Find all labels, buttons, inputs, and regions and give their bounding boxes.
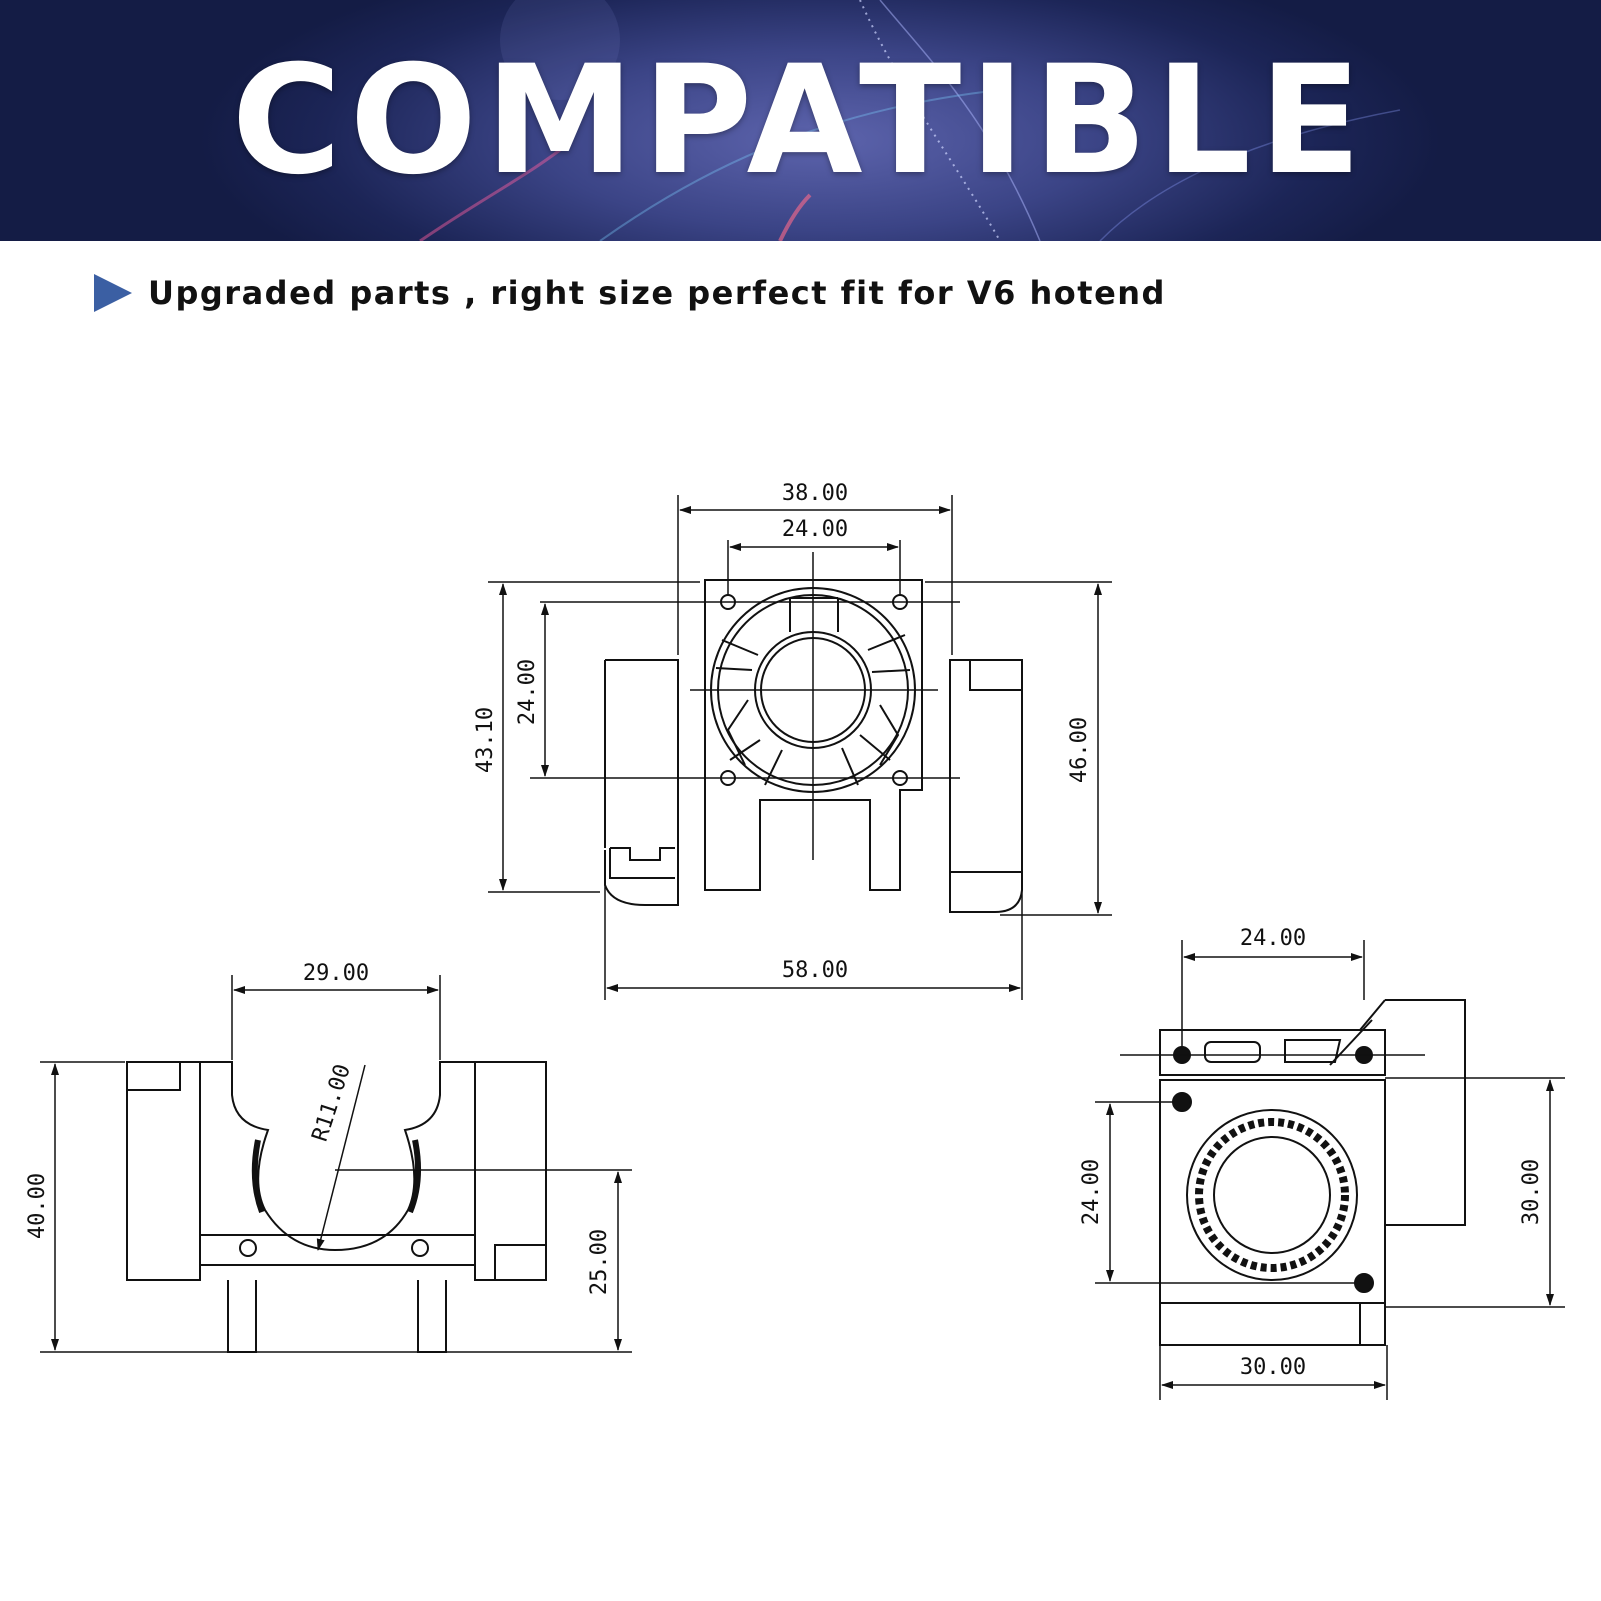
side-dim-29: 29.00 [303, 961, 369, 986]
front-dim-58: 58.00 [782, 958, 848, 983]
tagline-text: Upgraded parts , right size perfect fit … [148, 274, 1166, 312]
triangle-right-icon [94, 274, 132, 312]
side-dim-25: 25.00 [587, 1229, 612, 1295]
banner-title: COMPATIBLE [231, 34, 1370, 208]
rear-view [1159, 999, 1466, 1346]
side-dim-40: 40.00 [25, 1173, 50, 1239]
tagline: Upgraded parts , right size perfect fit … [94, 270, 1166, 316]
rear-dim-24-top: 24.00 [1240, 926, 1306, 951]
front-dim-24-top: 24.00 [782, 517, 848, 542]
front-view-centerlines [530, 552, 960, 860]
rear-dim-30-right: 30.00 [1519, 1159, 1544, 1225]
front-dim-24-left: 24.00 [515, 659, 540, 725]
side-view-dimensions [40, 975, 632, 1353]
rear-dim-30-bottom: 30.00 [1240, 1355, 1306, 1380]
rear-view-dimensions [1095, 940, 1565, 1400]
front-dim-43-10: 43.10 [473, 707, 498, 773]
front-dim-46: 46.00 [1067, 717, 1092, 783]
banner-light-streaks [419, 0, 1401, 241]
rear-dim-24-left: 24.00 [1079, 1159, 1104, 1225]
banner: COMPATIBLE [0, 0, 1601, 241]
front-dim-38: 38.00 [782, 481, 848, 506]
front-view-dimensions [488, 495, 1112, 1000]
side-dim-r11: R11.00 [308, 1061, 356, 1144]
side-view [126, 1061, 547, 1353]
